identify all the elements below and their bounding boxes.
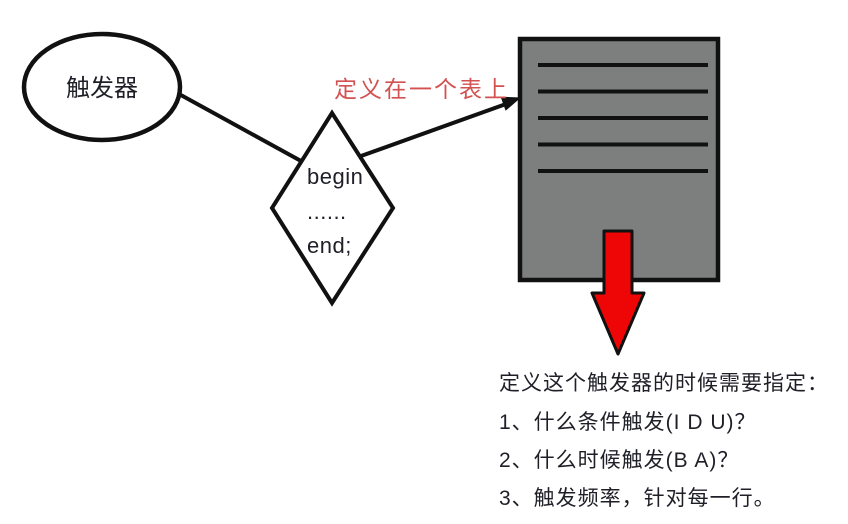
notes-item-1: 1、什么条件触发(I D U)？ (499, 411, 757, 434)
diamond-line-begin: begin (307, 164, 363, 189)
trigger-ellipse-label: 触发器 (66, 75, 138, 102)
diamond-line-dots: ...... (307, 199, 347, 224)
begin-end-diamond-node (269, 109, 396, 307)
diamond-to-table-connector (360, 102, 507, 158)
table-row-lines (538, 63, 708, 173)
arrowhead-right-icon (500, 96, 521, 111)
notes-item-2: 2、什么时候触发(B A)？ (499, 449, 739, 472)
connector-label: 定义在一个表上 (334, 76, 509, 102)
notes-heading: 定义这个触发器的时候需要指定： (499, 372, 829, 395)
ellipse-to-diamond-connector (178, 92, 302, 163)
diamond-line-end: end; (307, 233, 352, 258)
trigger-ellipse-node (21, 31, 183, 143)
notes-item-3: 3、触发频率，针对每一行。 (499, 487, 776, 510)
down-arrow-icon (590, 229, 646, 356)
